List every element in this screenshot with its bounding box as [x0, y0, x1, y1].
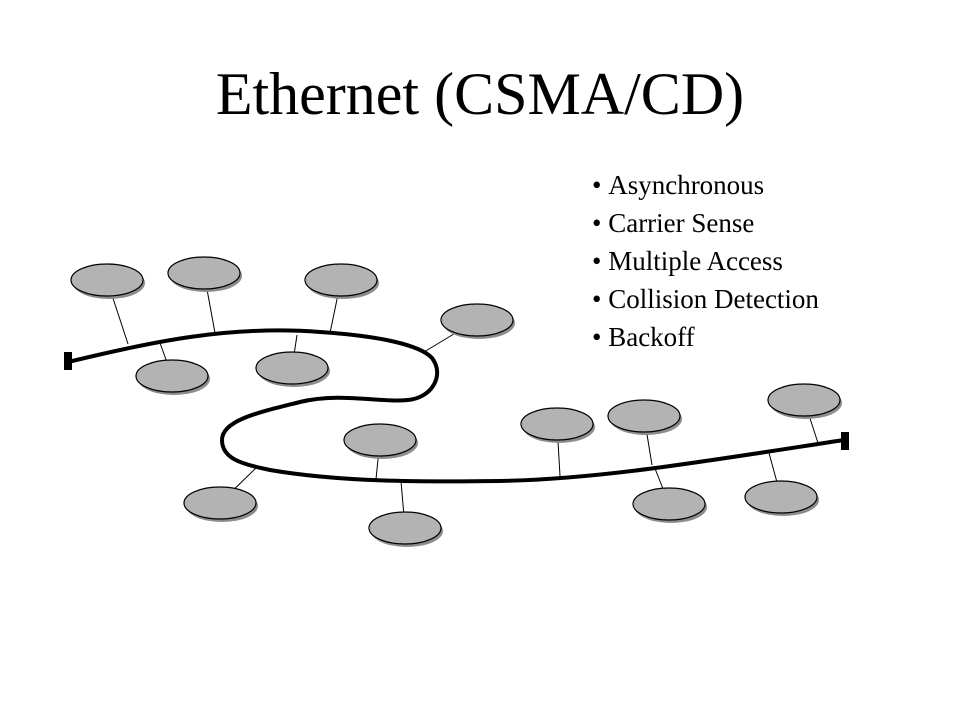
host-node-disc — [70, 263, 144, 297]
host-node-disc — [767, 383, 841, 417]
bus-terminator-right — [841, 432, 849, 450]
host-node-disc — [632, 487, 706, 521]
host-node — [767, 383, 842, 419]
slide-title: Ethernet (CSMA/CD) — [215, 61, 745, 127]
host-node — [183, 486, 258, 522]
feature-bullet-list: Asynchronous Carrier Sense Multiple Acce… — [592, 166, 819, 356]
host-node-disc — [343, 423, 417, 457]
host-node-disc — [744, 480, 818, 514]
host-node — [167, 256, 242, 292]
host-node — [343, 423, 418, 459]
host-node-disc — [440, 303, 514, 337]
host-node — [520, 407, 595, 443]
host-node — [744, 480, 819, 516]
bullet-item: Carrier Sense — [592, 204, 819, 242]
host-node-disc — [368, 511, 442, 545]
host-node — [632, 487, 707, 523]
host-node-disc — [255, 351, 329, 385]
host-node-disc — [183, 486, 257, 520]
host-stations — [70, 256, 842, 547]
bus-terminator-left — [64, 352, 72, 370]
bullet-item: Backoff — [592, 318, 819, 356]
host-node-disc — [304, 263, 378, 297]
ethernet-bus-cable — [66, 328, 846, 484]
host-node-disc — [607, 399, 681, 433]
bullet-item: Collision Detection — [592, 280, 819, 318]
host-node-disc — [167, 256, 241, 290]
host-node — [70, 263, 145, 299]
host-node — [440, 303, 515, 339]
host-node-disc — [135, 359, 209, 393]
host-node-disc — [520, 407, 594, 441]
bullet-item: Asynchronous — [592, 166, 819, 204]
bullet-item: Multiple Access — [592, 242, 819, 280]
host-node — [135, 359, 210, 395]
host-node — [255, 351, 330, 387]
host-node — [607, 399, 682, 435]
host-node — [304, 263, 379, 299]
host-node — [368, 511, 443, 547]
